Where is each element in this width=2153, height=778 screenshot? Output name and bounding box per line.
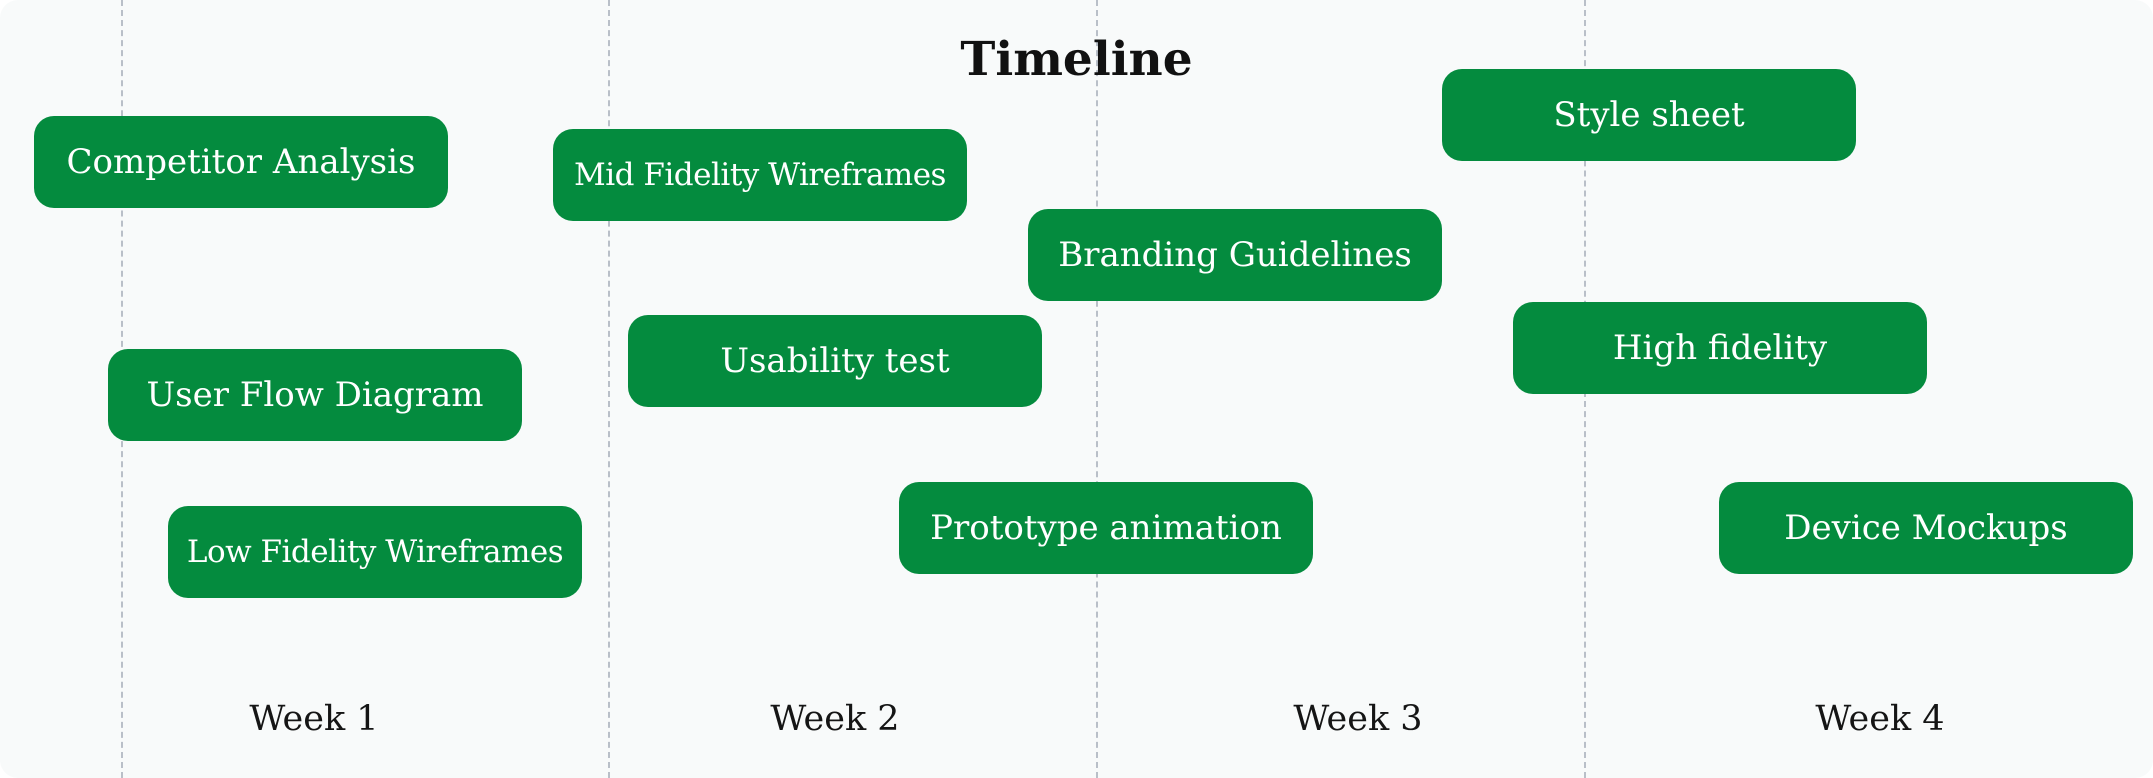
week-label-3: Week 3 [1293, 699, 1423, 739]
task-low-fidelity-wireframes: Low Fidelity Wireframes [168, 506, 582, 598]
week-divider-3 [1096, 0, 1098, 778]
task-device-mockups: Device Mockups [1719, 482, 2133, 574]
task-competitor-analysis: Competitor Analysis [34, 116, 448, 208]
task-mid-fidelity-wireframes: Mid Fidelity Wireframes [553, 129, 967, 221]
week-label-1: Week 1 [249, 699, 379, 739]
task-usability-test: Usability test [628, 315, 1042, 407]
week-divider-2 [608, 0, 610, 778]
task-branding-guidelines: Branding Guidelines [1028, 209, 1442, 301]
task-prototype-animation: Prototype animation [899, 482, 1313, 574]
task-user-flow-diagram: User Flow Diagram [108, 349, 522, 441]
week-label-4: Week 4 [1815, 699, 1945, 739]
week-label-2: Week 2 [770, 699, 900, 739]
task-high-fidelity: High fidelity [1513, 302, 1927, 394]
task-style-sheet: Style sheet [1442, 69, 1856, 161]
timeline-title: Timeline [960, 32, 1193, 87]
